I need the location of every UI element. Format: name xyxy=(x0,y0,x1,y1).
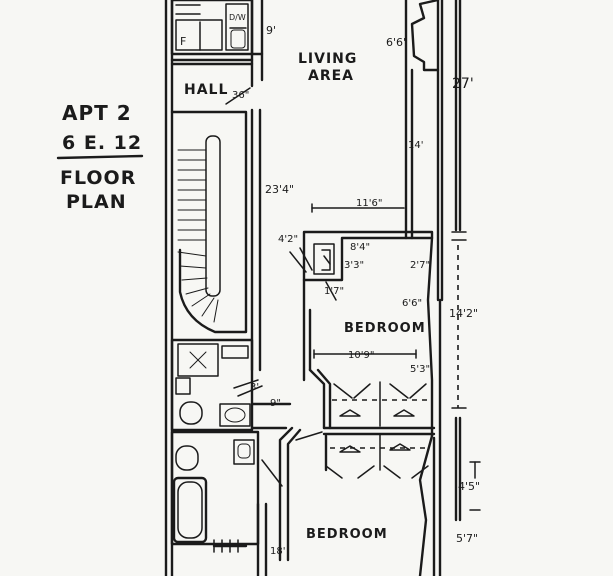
fridge-label: F xyxy=(180,35,186,48)
kitchen: F D/W xyxy=(170,0,264,56)
dim-closet-3: 3'3" xyxy=(344,260,364,271)
dim-closet-1: 4'2" xyxy=(278,234,298,245)
closet-door xyxy=(325,281,337,301)
hall: HALL xyxy=(170,0,264,372)
hanger-icon xyxy=(389,443,411,451)
bedroom-1: BEDROOM xyxy=(289,230,434,438)
fireplace xyxy=(410,0,440,72)
hall-label: HALL xyxy=(184,82,228,98)
dim-bedroom-1-length: 14'2" xyxy=(449,307,478,320)
right-windows xyxy=(451,0,481,522)
bath-door xyxy=(261,459,283,487)
dim-door: 36" xyxy=(232,90,249,101)
dishwasher xyxy=(225,3,249,51)
hanger-icon xyxy=(339,409,361,417)
dim-bedroom-1-width: 10'9" xyxy=(348,350,374,361)
dim-bedroom-2-c: 18' xyxy=(270,546,285,557)
title-address: 6 E. 12 xyxy=(62,132,142,154)
dim-closet-5: 1'7" xyxy=(324,286,344,297)
sink xyxy=(219,403,251,427)
bathtub xyxy=(172,476,208,544)
toilet-tank xyxy=(175,377,191,395)
stair-rail xyxy=(205,135,221,297)
sink xyxy=(233,439,255,465)
toilet xyxy=(179,401,203,425)
dim-living-14: 14' xyxy=(408,140,423,151)
dimension-labels: 9' 36" 6'6" 27' 14' 23'4" 11'6" 4'2" 8'4… xyxy=(232,24,480,557)
dim-kitchen: 9' xyxy=(266,24,276,37)
hall-door xyxy=(225,87,251,105)
dim-closet-4: 2'7" xyxy=(410,260,430,271)
dim-bedroom-1-a: 6'6" xyxy=(402,298,422,309)
title-plan: PLAN xyxy=(66,191,127,213)
living-label-1: LIVING xyxy=(298,51,357,67)
hanger-icon xyxy=(339,445,361,453)
dim-bath-2: 9" xyxy=(270,398,281,409)
fridge xyxy=(175,19,223,51)
shower xyxy=(177,343,219,377)
living-area: LIVING AREA xyxy=(298,0,440,240)
wardrobes xyxy=(295,381,436,479)
bedroom-2: BEDROOM xyxy=(306,434,434,576)
title-block: APT 2 6 E. 12 FLOOR PLAN xyxy=(56,101,144,213)
staircase xyxy=(170,110,248,334)
toilet xyxy=(175,445,199,471)
dim-width: 11'6" xyxy=(356,198,382,209)
hanger-icon xyxy=(393,409,415,417)
title-apartment: APT 2 xyxy=(62,101,132,125)
title-floor: FLOOR xyxy=(60,167,136,189)
dim-closet-2: 8'4" xyxy=(350,242,370,253)
dim-fireplace: 6'6" xyxy=(386,36,408,49)
dim-bath-1: 3' xyxy=(250,382,259,393)
dim-bedroom-2-b: 5'7" xyxy=(456,532,478,545)
title-divider xyxy=(56,154,144,160)
dim-bedroom-2-a: 4'5" xyxy=(458,480,480,493)
bedroom-1-label: BEDROOM xyxy=(344,321,426,336)
living-label-2: AREA xyxy=(308,68,354,84)
dim-bedroom-1-b: 5'3" xyxy=(410,364,430,375)
bathroom-1 xyxy=(170,338,292,432)
bedroom-2-label: BEDROOM xyxy=(306,527,388,542)
dim-hall: 23'4" xyxy=(265,183,294,196)
bathroom-2 xyxy=(170,426,302,576)
dim-living-length: 27' xyxy=(452,76,474,92)
dishwasher-label: D/W xyxy=(229,13,246,22)
